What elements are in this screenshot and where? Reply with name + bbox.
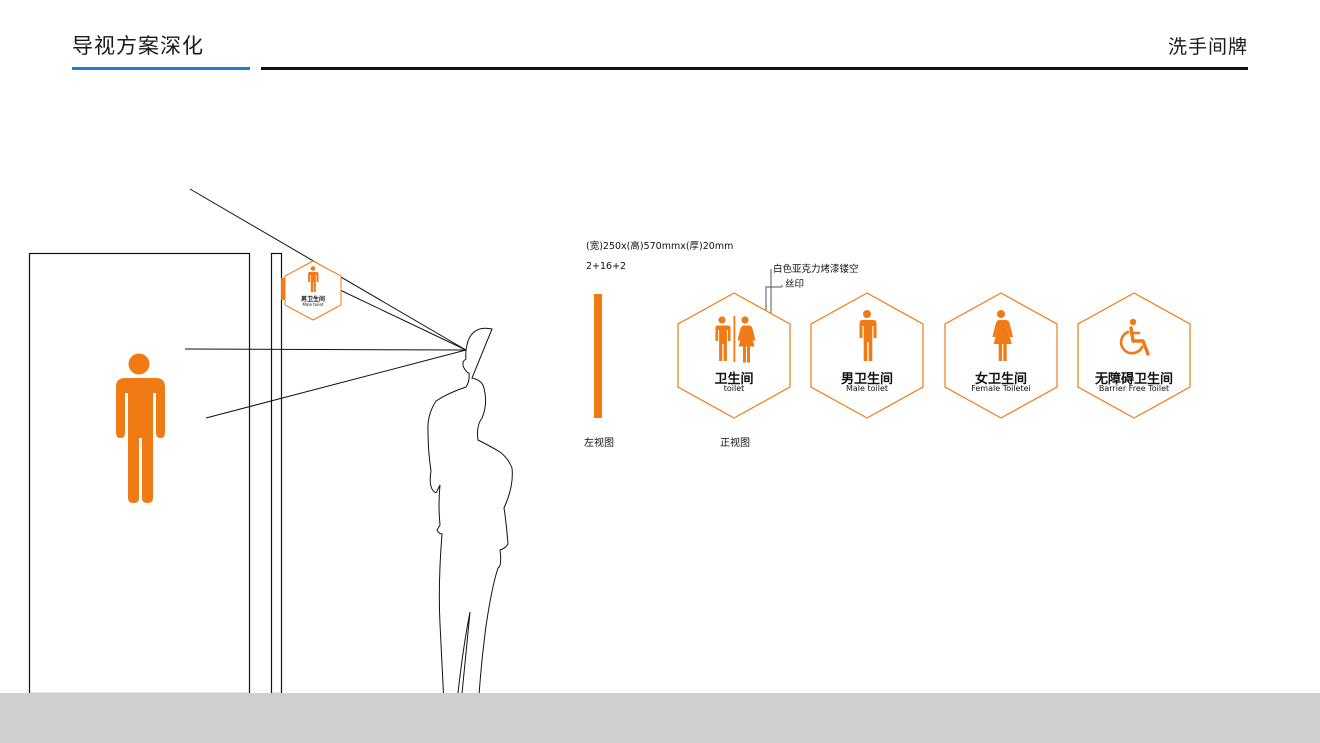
wheelchair-icon xyxy=(1119,318,1150,356)
unisex-toilet-icon xyxy=(715,316,756,363)
mounted-sign-hexagon xyxy=(284,260,342,321)
sign-toilet-label: 卫生间 xyxy=(714,372,754,387)
header-divider-line xyxy=(261,67,1248,70)
door-male-icon xyxy=(116,353,165,503)
sign-male-label: 男卫生间 xyxy=(840,372,893,387)
mounted-sign-sublabel: Male toilet xyxy=(302,302,324,307)
sight-line-bottom xyxy=(205,349,467,419)
left-view-label: 左视图 xyxy=(584,438,614,449)
person-silhouette xyxy=(427,327,513,737)
sign-male-sublabel: Male toilet xyxy=(845,384,889,393)
sight-line-sign xyxy=(339,289,467,351)
door-frame-post xyxy=(270,252,283,695)
sign-toilet-sublabel: toilet xyxy=(723,384,745,393)
door-outline xyxy=(28,252,251,695)
section-title: 洗手间牌 xyxy=(1167,36,1248,58)
header-accent-line xyxy=(72,67,250,70)
spec-dimensions: (宽)250x(高)570mmx(厚)20mm xyxy=(586,241,734,252)
spec-material: 白色亚克力烤漆镂空 xyxy=(773,264,859,275)
spec-print: 丝印 xyxy=(785,279,805,290)
sign-barrier-free-sublabel: Barrier Free Toilet xyxy=(1098,384,1170,393)
male-icon xyxy=(859,310,877,361)
sign-female-sublabel: Female Toiletei xyxy=(971,384,1031,393)
mounted-sign-male-icon xyxy=(308,266,319,292)
sign-female-label: 女卫生间 xyxy=(974,372,1027,387)
sign-barrier-free-label: 无障碍卫生间 xyxy=(1094,372,1173,387)
sight-line-mid xyxy=(184,348,467,351)
female-icon xyxy=(992,310,1013,361)
page-title: 导视方案深化 xyxy=(72,34,204,58)
mounted-sign-edge xyxy=(281,278,285,300)
spec-thickness: 2+16+2 xyxy=(586,261,627,272)
sign-hexagon-barrier-free xyxy=(1077,292,1191,419)
mounted-sign-label: 男卫生间 xyxy=(300,296,325,303)
floor xyxy=(0,693,1320,743)
left-view-profile xyxy=(594,294,602,418)
front-view-label: 正视图 xyxy=(720,438,750,449)
